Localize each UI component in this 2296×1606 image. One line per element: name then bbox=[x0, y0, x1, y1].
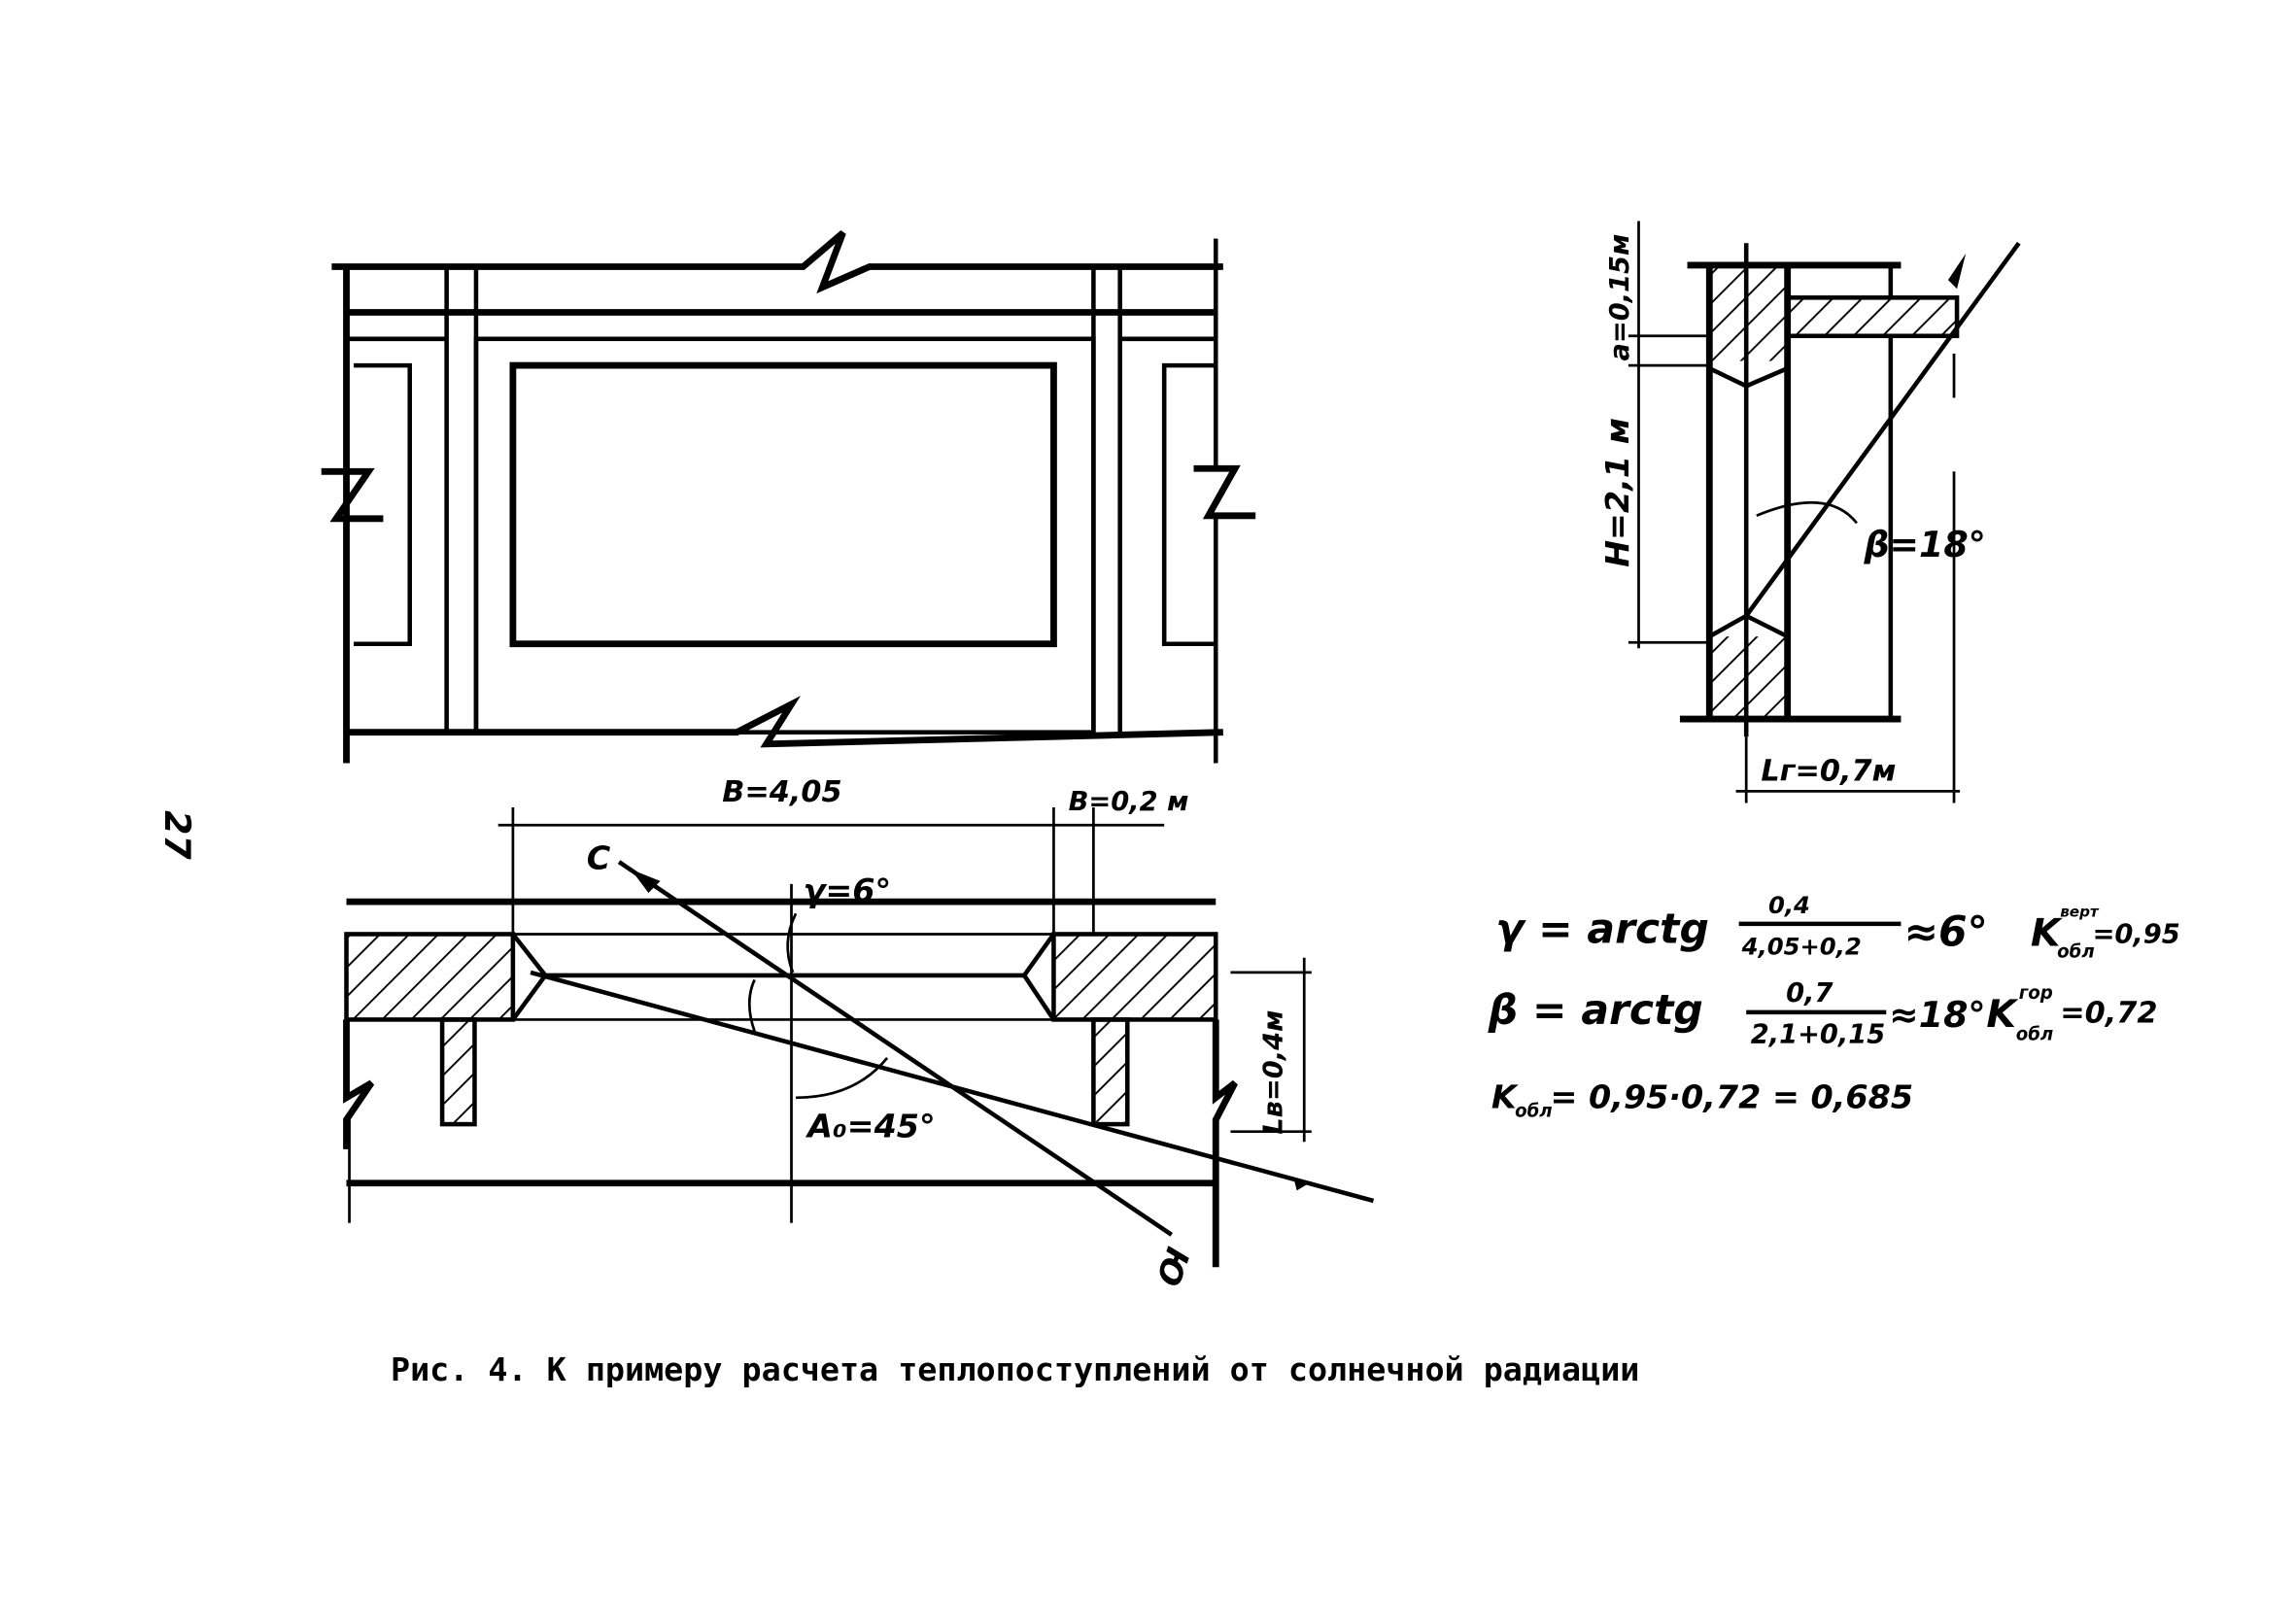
height-label: H=2,1 м bbox=[1598, 418, 1636, 567]
page-number: 27 bbox=[156, 810, 198, 860]
beta-k-sub: обл bbox=[2016, 1025, 2054, 1045]
total-k-sub: обл bbox=[1515, 1102, 1553, 1122]
window-width-label: B=4,05 bbox=[722, 775, 841, 809]
gamma-numerator: 0,4 bbox=[1768, 891, 1810, 919]
beta-result: ≈18° bbox=[1889, 994, 1985, 1036]
gamma-k-sup: верт bbox=[2060, 903, 2100, 920]
fin-width-label: B=0,2 м bbox=[1069, 787, 1189, 817]
formulas: γ = arctg 0,4 4,05+0,2 ≈6° K верт обл =0… bbox=[1488, 891, 2180, 1121]
beta-numerator: 0,7 bbox=[1786, 978, 1833, 1008]
section-view: a=0,15м H=2,1 м Lг=0,7м β=18° bbox=[1598, 221, 2021, 803]
beta-k: K bbox=[1986, 992, 2018, 1037]
gamma-k-value: =0,95 bbox=[2093, 920, 2180, 950]
facade-elevation bbox=[321, 230, 1256, 764]
total-k-expression: = 0,95·0,72 = 0,685 bbox=[1551, 1077, 1914, 1115]
fin-depth-label: Lв=0,4м bbox=[1259, 1010, 1289, 1135]
azimuth-label: A₀=45° bbox=[805, 1108, 935, 1145]
beta-label: β=18° bbox=[1864, 524, 1986, 565]
beta-k-value: =0,72 bbox=[2060, 996, 2157, 1030]
beta-k-sup: гор bbox=[2019, 983, 2053, 1004]
gamma-k-sub: обл bbox=[2057, 942, 2095, 963]
north-label: С bbox=[587, 839, 611, 877]
south-label: Ю bbox=[1148, 1243, 1197, 1291]
overhang-depth-label: Lг=0,7м bbox=[1761, 755, 1896, 789]
total-k: K bbox=[1491, 1077, 1519, 1115]
gamma-denominator: 4,05+0,2 bbox=[1741, 933, 1862, 961]
gamma-k: K bbox=[2031, 911, 2063, 956]
plan-view: B=4,05 B=0,2 м Lв=0,4м С Ю γ=6° A₀=45° bbox=[343, 775, 1375, 1291]
figure-caption: Рис. 4. К примеру расчета теплопоступлен… bbox=[391, 1350, 1639, 1388]
beta-formula-lhs: β = arctg bbox=[1488, 987, 1703, 1035]
gamma-label: γ=6° bbox=[804, 871, 892, 909]
gamma-result: ≈6° bbox=[1903, 909, 1987, 957]
gamma-formula-lhs: γ = arctg bbox=[1495, 906, 1708, 954]
overhang-offset-label: a=0,15м bbox=[1605, 234, 1635, 361]
beta-denominator: 2,1+0,15 bbox=[1751, 1020, 1886, 1050]
